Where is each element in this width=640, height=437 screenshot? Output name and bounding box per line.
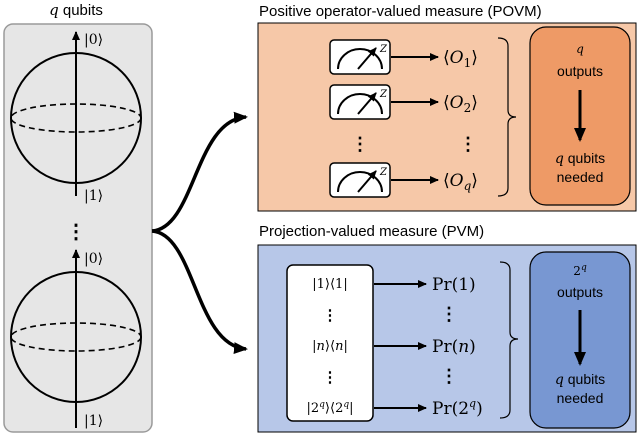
arrow-to-pvm — [151, 229, 248, 355]
qubits-panel: q qubits |0⟩ |1⟩ ⋮ |0⟩ |1⟩ — [3, 1, 153, 433]
projector-2q: |2q⟩⟨2q| — [307, 400, 354, 416]
bloch-sphere-top: |0⟩ |1⟩ — [10, 31, 142, 204]
pvm-bracket — [499, 261, 519, 419]
qubits-title-rest: qubits — [59, 2, 103, 19]
bloch-sphere-bottom: |0⟩ |1⟩ — [10, 249, 142, 429]
projector-dots-1: ⋮ — [323, 307, 338, 324]
pvm-output-dots-2: ⋮ — [440, 366, 458, 386]
pvm-output-1: Pr(1) — [432, 275, 476, 295]
povm-bracket — [497, 37, 517, 197]
povm-summary-needed: needed — [557, 169, 604, 185]
ket-0-label: |0⟩ — [84, 251, 103, 267]
povm-dots-left: ⋮ — [351, 134, 369, 154]
povm-expectation-1: ⟨O1⟩ — [443, 48, 478, 70]
ket-1-label: |1⟩ — [84, 413, 103, 429]
branch-arrows — [151, 111, 248, 355]
qubits-ellipsis: ⋮ — [66, 221, 86, 243]
meter-icon — [337, 92, 383, 115]
pvm-output-2q: Pr(2q) — [432, 397, 483, 419]
pvm-output-n: Pr(n) — [432, 337, 476, 357]
projector-box — [286, 264, 374, 422]
povm-meter-2: Z — [329, 84, 391, 120]
arrow-to-povm — [151, 111, 248, 233]
projector-1: |1⟩⟨1| — [312, 277, 347, 292]
projector-n: |n⟩⟨n| — [312, 339, 348, 354]
povm-meter-3: Z — [329, 162, 391, 198]
povm-summary-qubits: q qubits — [555, 150, 605, 167]
pvm-summary-qubits: q qubits — [555, 371, 605, 388]
povm-summary-outputs: outputs — [557, 63, 603, 79]
povm-meter-1: Z — [329, 39, 391, 75]
pvm-summary-box: 2q outputs q qubits needed — [529, 251, 631, 429]
povm-title: Positive operator-valued measure (POVM) — [259, 3, 542, 20]
pvm-panel: Projection-valued measure (PVM) |1⟩⟨1| ⋮… — [257, 223, 637, 433]
pvm-summary-needed: needed — [557, 390, 604, 406]
povm-expectation-3: ⟨Oq⟩ — [443, 171, 478, 193]
ket-1-label: |1⟩ — [84, 188, 103, 204]
meter-z-label: Z — [379, 44, 388, 55]
pvm-summary-2q: 2q — [573, 263, 587, 278]
meter-icon — [337, 47, 383, 70]
meter-z-label: Z — [379, 167, 388, 178]
qubits-title: q qubits — [49, 1, 103, 19]
povm-summary-box: q outputs q qubits needed — [529, 26, 631, 206]
povm-dots-right: ⋮ — [459, 134, 477, 154]
projector-dots-2: ⋮ — [323, 369, 338, 386]
pvm-title: Projection-valued measure (PVM) — [259, 223, 484, 240]
meter-icon — [337, 170, 383, 193]
povm-panel: Positive operator-valued measure (POVM) … — [257, 3, 637, 212]
povm-expectation-2: ⟨O2⟩ — [443, 93, 478, 115]
pvm-summary-outputs: outputs — [557, 284, 603, 300]
qubits-panel-background — [3, 23, 153, 433]
ket-0-label: |0⟩ — [84, 32, 103, 48]
pvm-output-dots-1: ⋮ — [440, 304, 458, 324]
qubits-title-q: q — [49, 1, 59, 19]
meter-z-label: Z — [379, 89, 388, 100]
povm-summary-q: q — [576, 42, 584, 56]
